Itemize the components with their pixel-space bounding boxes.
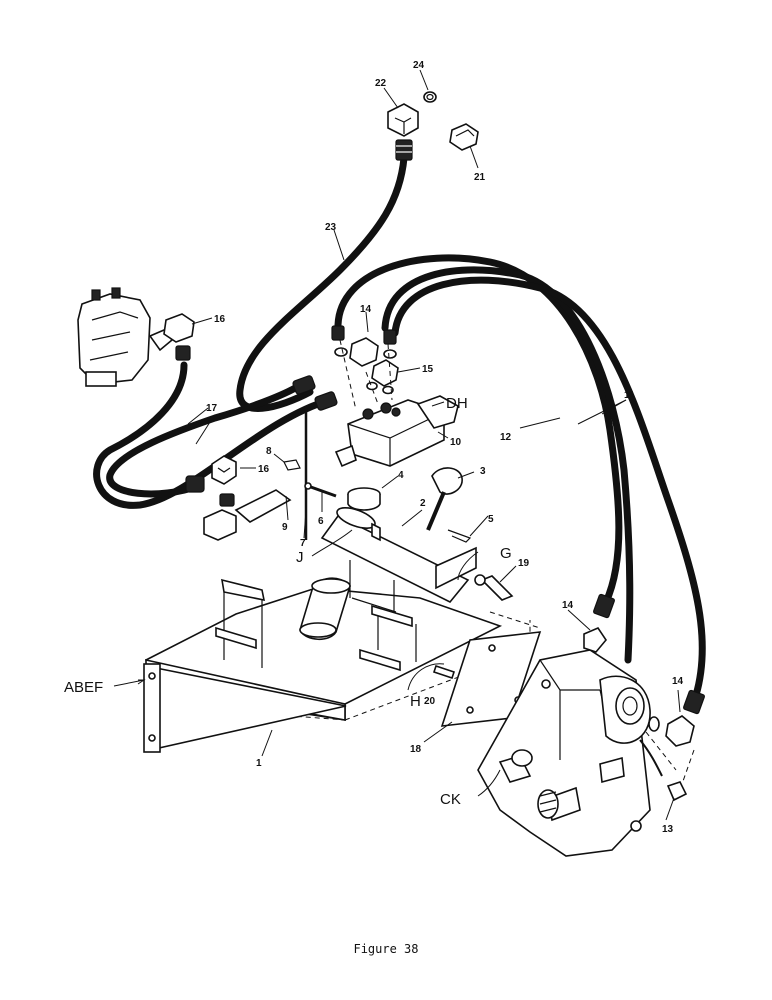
ref-ck: CK (440, 791, 461, 808)
clip-5 (447, 529, 472, 543)
callout-labels: 24 22 21 23 16 14 15 10 17 11 12 16 8 4 … (206, 60, 684, 835)
callout-12: 12 (500, 432, 512, 443)
fitting-22 (387, 103, 419, 161)
callout-14-valve: 14 (360, 304, 372, 315)
callout-3: 3 (480, 466, 486, 477)
callout-24: 24 (413, 60, 425, 71)
ref-h: H (410, 693, 421, 710)
callout-21: 21 (474, 172, 486, 183)
callout-13: 13 (662, 824, 674, 835)
callout-15: 15 (422, 364, 434, 375)
bolt-20 (432, 664, 456, 680)
pin-3 (426, 467, 463, 531)
callout-10: 10 (450, 437, 462, 448)
figure-caption: Figure 38 (353, 942, 419, 956)
callout-19: 19 (518, 558, 530, 569)
callout-5: 5 (488, 514, 494, 525)
callout-18: 18 (410, 744, 422, 755)
ref-g: G (500, 545, 512, 562)
hose-17b (106, 381, 304, 498)
callout-22: 22 (375, 78, 387, 89)
fitting-16-lower (185, 455, 237, 493)
plug-21 (449, 123, 479, 151)
callout-4: 4 (398, 470, 404, 481)
control-valve-16 (77, 287, 195, 387)
mounting-frame-1 (143, 560, 541, 753)
leader-lines (113, 69, 681, 821)
bolt-19 (474, 574, 514, 601)
callout-17: 17 (206, 403, 218, 414)
hoses (93, 154, 706, 699)
callout-20: 20 (424, 696, 436, 707)
callout-14-right: 14 (672, 676, 684, 687)
callout-14-left: 14 (562, 600, 574, 611)
ref-abef: ABEF (64, 679, 103, 696)
hose-17 (93, 361, 334, 509)
callout-6: 6 (318, 516, 324, 527)
hose-12 (391, 276, 706, 699)
letter-references: ABEF DH G H J CK (64, 395, 512, 808)
callout-16-lower: 16 (258, 464, 270, 475)
seal-24 (423, 91, 437, 103)
callout-16-upper: 16 (214, 314, 226, 325)
callout-8: 8 (266, 446, 272, 457)
hose-11-a (334, 254, 623, 606)
ref-dh: DH (446, 395, 468, 412)
callout-2: 2 (420, 498, 426, 509)
hose-23 (236, 154, 408, 412)
hose-11-b (381, 266, 634, 664)
gearbox (477, 593, 705, 857)
callout-11: 11 (624, 390, 635, 401)
clip-8 (283, 459, 301, 471)
callout-23: 23 (325, 222, 337, 233)
fitting-9 (203, 489, 292, 541)
hose-ends-7 (292, 375, 338, 540)
callout-7: 7 (300, 538, 306, 549)
callout-9: 9 (282, 522, 288, 533)
valve-block-10 (331, 325, 459, 468)
ref-j: J (296, 549, 304, 566)
collar-4 (347, 487, 381, 511)
rod-6 (304, 482, 337, 498)
callout-1: 1 (256, 758, 262, 769)
tube-2 (320, 507, 477, 604)
